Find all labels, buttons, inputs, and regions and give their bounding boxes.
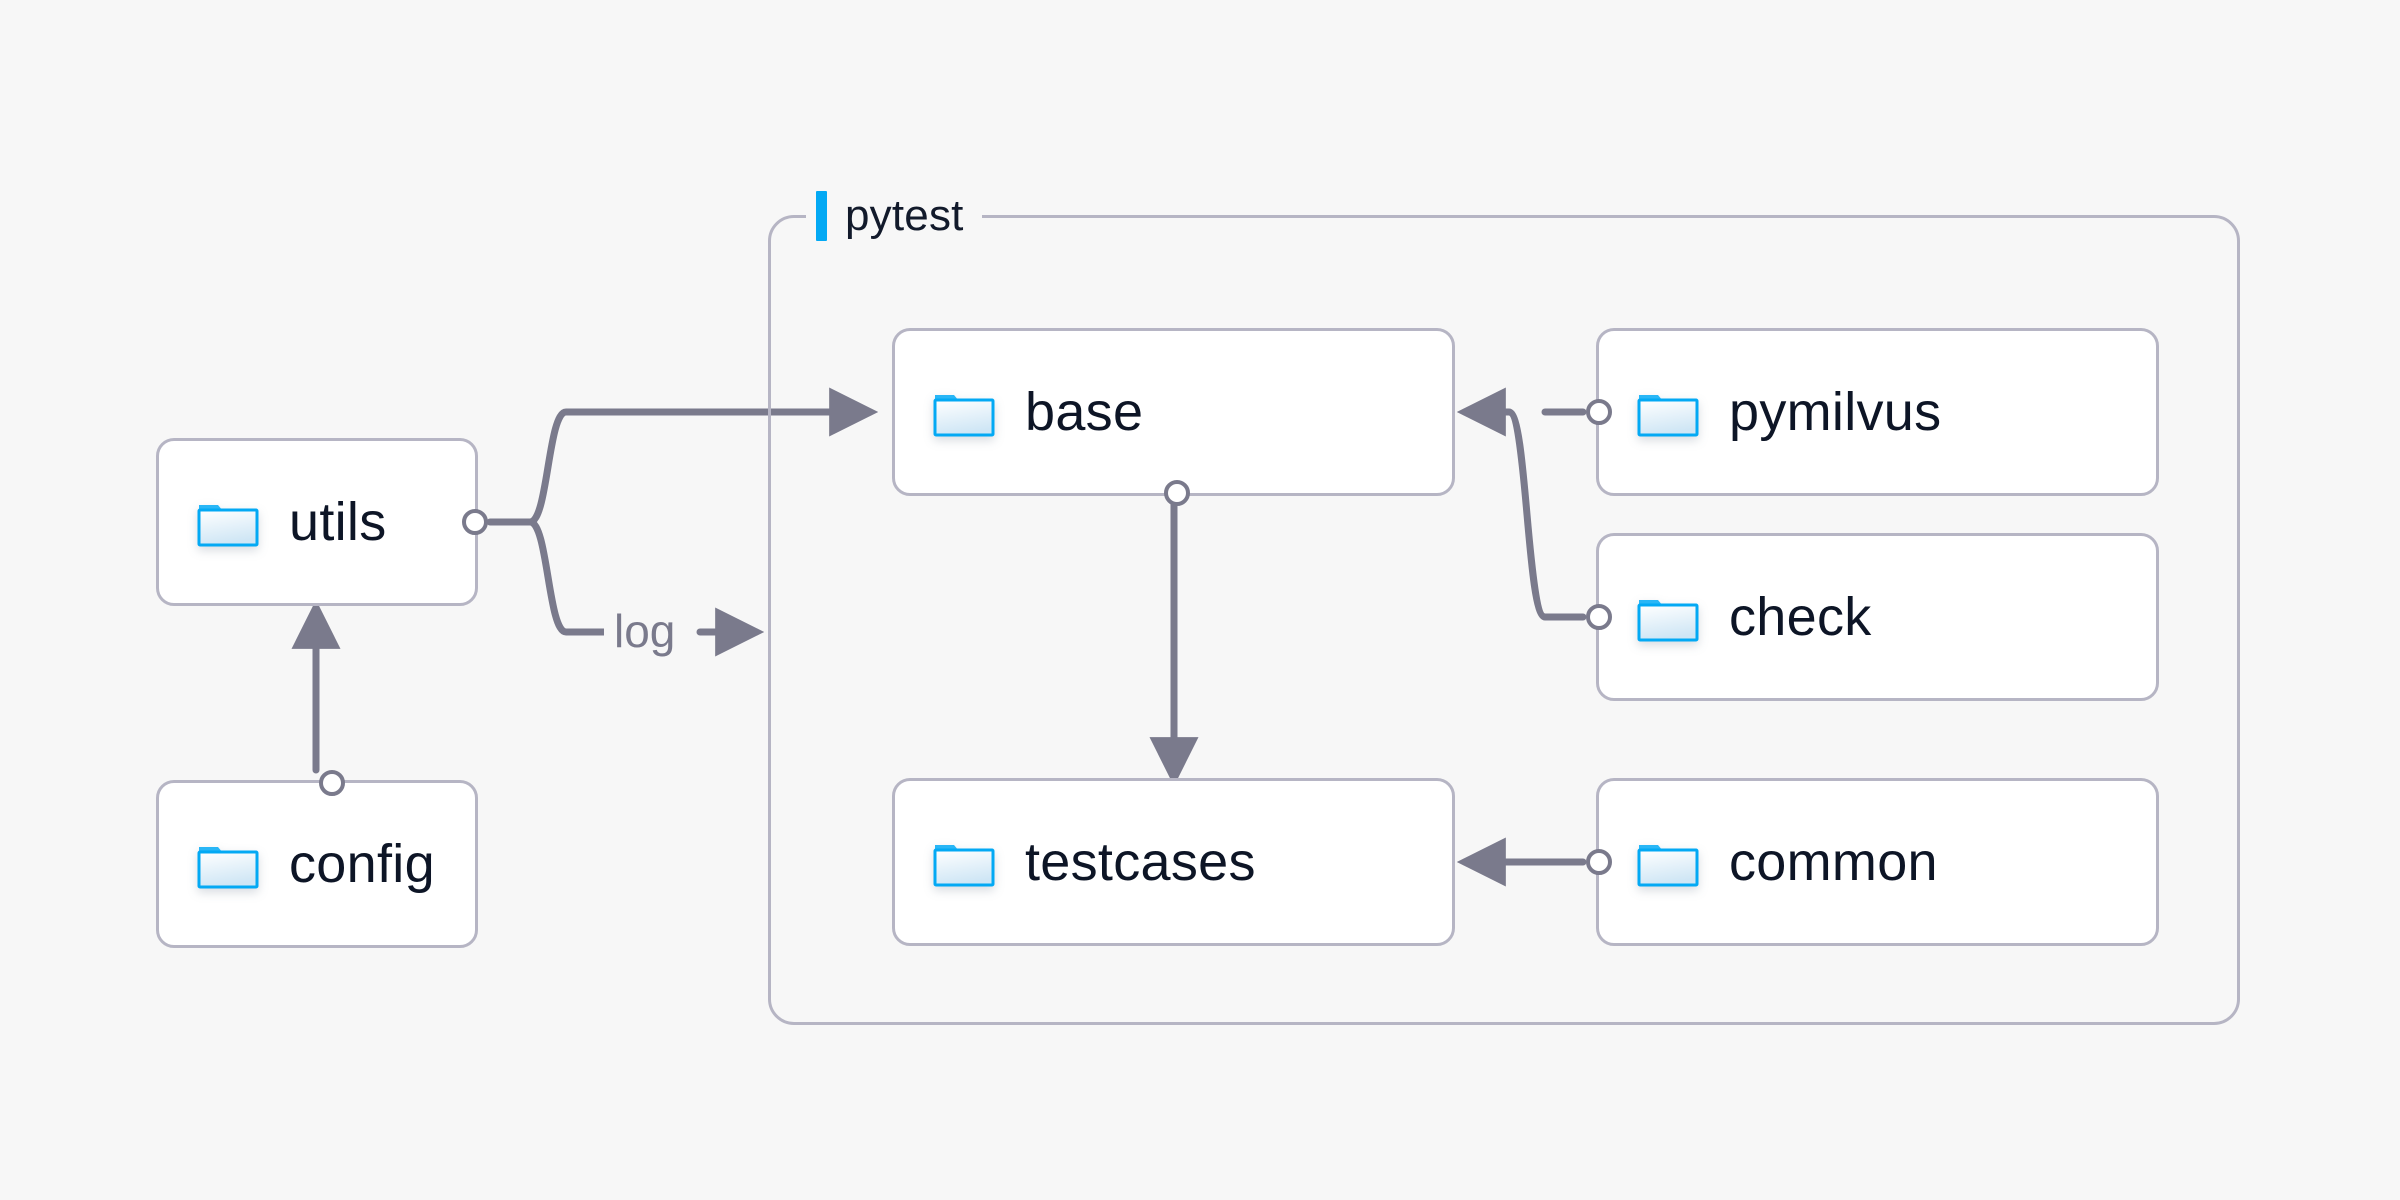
group-accent-bar — [816, 191, 827, 241]
port-check-left[interactable] — [1586, 604, 1612, 630]
node-label: pymilvus — [1729, 382, 1942, 442]
group-pytest[interactable] — [768, 215, 2240, 1025]
node-utils[interactable]: utils — [156, 438, 488, 606]
folder-icon — [1637, 591, 1699, 643]
node-pymilvus[interactable]: pymilvus — [1586, 328, 2159, 496]
port-common-left[interactable] — [1586, 849, 1612, 875]
node-label: utils — [289, 492, 387, 552]
edge-label-log: log — [604, 608, 686, 654]
group-pytest-label: pytest — [806, 184, 982, 248]
port-base-bottom[interactable] — [1164, 480, 1190, 506]
port-utils-right[interactable] — [462, 509, 488, 535]
node-label: base — [1025, 382, 1144, 442]
node-label: check — [1729, 587, 1872, 647]
node-config[interactable]: config — [156, 770, 478, 948]
edge-utils-log — [526, 518, 616, 636]
node-label: testcases — [1025, 832, 1256, 892]
folder-icon — [1637, 836, 1699, 888]
folder-icon — [197, 496, 259, 548]
node-label: common — [1729, 832, 1938, 892]
folder-icon — [933, 836, 995, 888]
node-testcases[interactable]: testcases — [892, 778, 1455, 946]
group-title: pytest — [845, 191, 964, 240]
node-common[interactable]: common — [1586, 778, 2159, 946]
folder-icon — [1637, 386, 1699, 438]
node-label: config — [289, 834, 435, 894]
port-pymilvus-left[interactable] — [1586, 399, 1612, 425]
node-base[interactable]: base — [892, 328, 1455, 506]
port-config-top[interactable] — [319, 770, 345, 796]
folder-icon — [197, 838, 259, 890]
node-check[interactable]: check — [1586, 533, 2159, 701]
folder-icon — [933, 386, 995, 438]
